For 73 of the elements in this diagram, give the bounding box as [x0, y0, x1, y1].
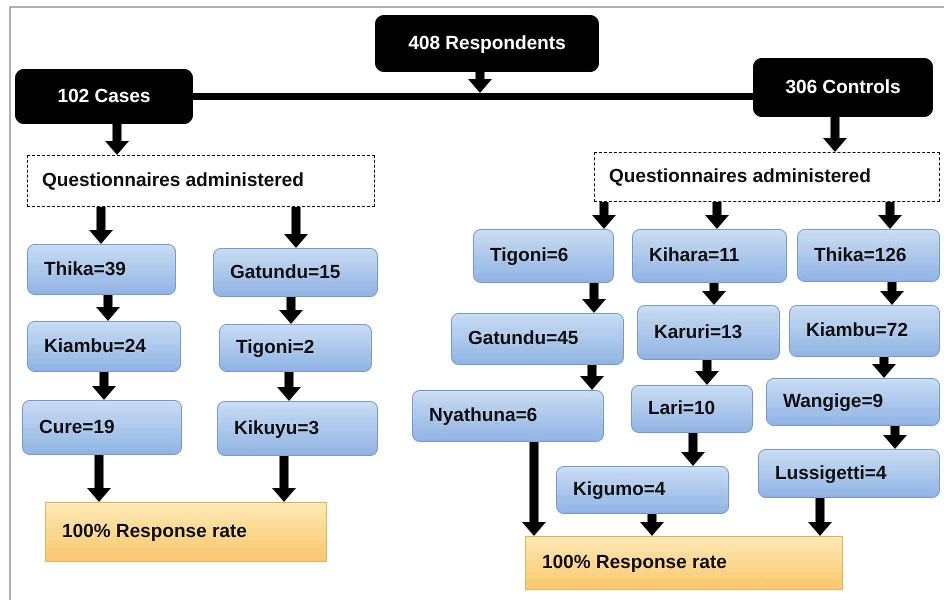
- box-label: Questionnaires administered: [609, 166, 871, 188]
- box-label: Tigoni=6: [490, 245, 568, 267]
- arrow: [640, 514, 664, 536]
- box-label: 100% Response rate: [62, 521, 247, 543]
- site-box: [637, 305, 780, 360]
- arrow: [92, 372, 116, 400]
- arrow: [272, 456, 296, 502]
- result-box: [45, 502, 327, 562]
- box-label: 100% Response rate: [542, 552, 727, 574]
- result-box: [525, 536, 843, 590]
- site-box: [556, 466, 729, 514]
- site-box: [632, 229, 787, 283]
- site-box: [451, 313, 624, 365]
- arrow: [279, 297, 303, 324]
- arrow: [89, 207, 113, 244]
- arrow: [96, 295, 120, 321]
- box-label: Lari=10: [648, 398, 716, 420]
- box-label: Lussigetti=4: [775, 462, 886, 484]
- box-label: Kiambu=72: [806, 320, 908, 342]
- arrow: [592, 202, 616, 229]
- site-box: [22, 400, 182, 455]
- arrow: [695, 360, 719, 385]
- arrow: [705, 202, 729, 229]
- arrow: [277, 372, 301, 401]
- box-label: 102 Cases: [58, 86, 150, 108]
- arrow: [823, 117, 847, 152]
- site-box: [797, 229, 940, 282]
- site-box: [27, 244, 176, 295]
- arrow: [105, 124, 129, 155]
- arrow: [681, 433, 705, 466]
- box-label: Kigumo=4: [573, 479, 666, 501]
- arrow: [702, 283, 726, 305]
- box-label: 408 Respondents: [408, 32, 566, 54]
- arrow: [87, 455, 111, 502]
- box-label: Cure=19: [39, 416, 115, 438]
- site-box: [412, 390, 604, 442]
- group-box: [375, 15, 599, 72]
- box-label: Thika=126: [814, 244, 906, 266]
- box-label: 306 Controls: [785, 76, 901, 98]
- process-box: [594, 152, 940, 202]
- box-label: Karuri=13: [654, 322, 742, 344]
- site-box: [766, 378, 940, 426]
- box-label: Kiambu=24: [44, 336, 146, 358]
- site-box: [219, 324, 372, 372]
- process-box: [27, 155, 375, 207]
- arrow: [582, 283, 606, 313]
- box-label: Thika=39: [44, 258, 126, 280]
- arrow: [880, 282, 904, 305]
- box-label: Gatundu=45: [468, 328, 578, 350]
- site-box: [789, 305, 940, 357]
- box-label: Wangige=9: [783, 391, 884, 413]
- arrow: [468, 72, 492, 93]
- arrow: [872, 357, 896, 378]
- arrow: [808, 498, 832, 536]
- site-box: [217, 401, 378, 456]
- site-box: [631, 385, 753, 433]
- arrow: [522, 442, 546, 536]
- box-label: Kikuyu=3: [234, 418, 320, 440]
- box-label: Tigoni=2: [236, 337, 314, 359]
- site-box: [27, 321, 181, 372]
- group-box: [753, 58, 933, 117]
- arrow: [580, 365, 604, 390]
- arrow: [878, 202, 902, 229]
- box-label: Gatundu=15: [230, 262, 340, 284]
- site-box: [213, 248, 378, 297]
- arrow: [883, 426, 907, 449]
- box-label: Nyathuna=6: [429, 405, 538, 427]
- site-box: [473, 229, 614, 283]
- group-box: [15, 69, 193, 124]
- box-label: Kihara=11: [649, 245, 740, 267]
- box-label: Questionnaires administered: [42, 170, 304, 192]
- site-box: [758, 449, 940, 498]
- arrow: [284, 207, 308, 248]
